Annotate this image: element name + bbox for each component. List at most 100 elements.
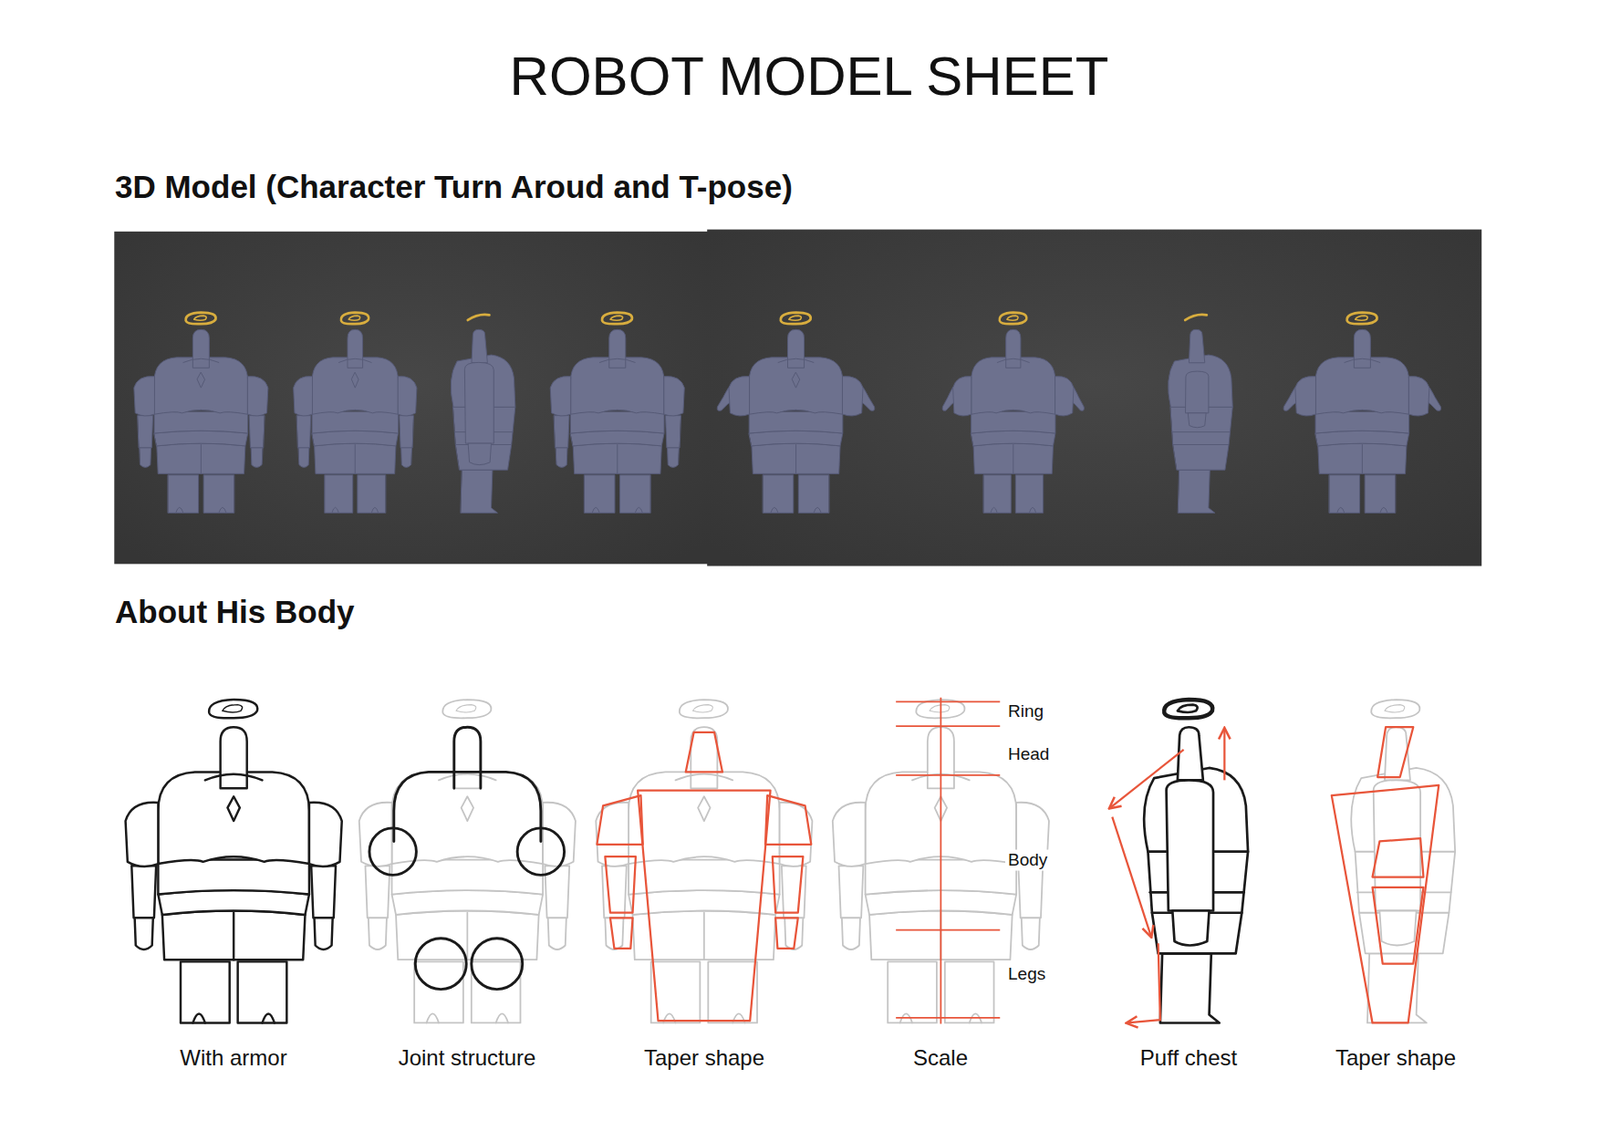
robot-figure xyxy=(716,312,875,514)
hips xyxy=(314,443,396,474)
foot-notch xyxy=(634,507,643,513)
hand xyxy=(468,443,492,466)
leg xyxy=(414,961,464,1023)
shoulder-pad xyxy=(248,376,269,417)
hand xyxy=(841,917,861,950)
abdomen xyxy=(157,860,310,895)
halo-ring xyxy=(999,312,1028,325)
hip-line xyxy=(703,913,706,960)
leg xyxy=(180,961,230,1023)
chest-emblem xyxy=(697,796,710,821)
head xyxy=(788,329,805,368)
scale-axis xyxy=(939,697,942,1025)
leg xyxy=(357,475,386,514)
shoulder-pad xyxy=(397,376,416,417)
belt xyxy=(570,430,665,447)
chest-emblem xyxy=(227,796,239,821)
robot-figure xyxy=(1283,312,1442,514)
hip-line xyxy=(354,445,356,475)
leg xyxy=(887,961,937,1023)
arm xyxy=(311,865,336,918)
shoulder-pad xyxy=(664,376,685,417)
hips xyxy=(162,910,306,960)
belt-line xyxy=(1172,431,1231,433)
joint-circle xyxy=(369,828,416,875)
halo-ring xyxy=(467,314,490,321)
foot-notch xyxy=(1337,507,1345,513)
shoulder-pad xyxy=(125,802,159,867)
hand xyxy=(1021,917,1040,950)
foot-notch xyxy=(371,507,379,513)
halo-ring xyxy=(602,312,633,325)
hip-line xyxy=(466,913,468,960)
arm xyxy=(464,362,494,444)
foot-notch xyxy=(990,507,998,513)
halo-ring xyxy=(186,312,217,325)
head xyxy=(690,727,717,789)
arm xyxy=(249,415,265,448)
foot-notch xyxy=(770,507,779,513)
head xyxy=(609,329,626,368)
collar xyxy=(1344,358,1381,363)
hip-line xyxy=(795,445,797,475)
hip-line xyxy=(200,445,202,475)
hip-line xyxy=(1012,445,1014,475)
arm xyxy=(1373,779,1421,911)
collar xyxy=(675,774,734,781)
sheet-title: ROBOT MODEL SHEET xyxy=(509,46,1110,107)
foot-notch xyxy=(176,507,184,513)
hand xyxy=(1379,910,1416,946)
halo-inner xyxy=(610,315,623,321)
head xyxy=(1188,329,1205,363)
hand xyxy=(250,447,262,468)
shoulder-pad xyxy=(542,802,576,867)
render-panel xyxy=(114,231,708,565)
abdomen xyxy=(570,411,665,434)
robot-figure xyxy=(1110,699,1248,1023)
taper-forearm xyxy=(772,856,804,913)
leg xyxy=(762,475,793,514)
robot-figure xyxy=(359,699,576,1023)
arm xyxy=(1185,371,1209,414)
robot-figure xyxy=(450,314,516,513)
hips xyxy=(572,443,662,474)
abdomen xyxy=(154,411,249,434)
halo-inner xyxy=(929,705,950,713)
flow-arrow xyxy=(1127,943,1161,1023)
chest-emblem xyxy=(197,372,205,388)
hand xyxy=(298,447,309,468)
foot-notch xyxy=(1028,507,1036,513)
hip-line xyxy=(616,445,618,475)
section-heading: 3D Model (Character Turn Aroud and T-pos… xyxy=(114,169,793,206)
hand xyxy=(555,447,567,468)
foot-notch xyxy=(813,507,821,513)
arm xyxy=(1018,865,1043,918)
foot-notch xyxy=(261,1013,274,1023)
leg xyxy=(620,475,651,514)
hips xyxy=(1173,445,1229,471)
halo-inner xyxy=(1177,705,1198,713)
head xyxy=(1006,329,1021,368)
robot-figure xyxy=(942,312,1084,514)
belt xyxy=(392,890,544,915)
hand xyxy=(135,917,154,950)
foot-notch xyxy=(332,507,340,513)
shoulder-pad xyxy=(728,376,749,417)
halo-inner xyxy=(1007,315,1019,321)
hand xyxy=(314,917,333,950)
figure-caption: Taper shape xyxy=(644,1046,765,1071)
hips xyxy=(156,443,246,474)
leg xyxy=(1364,475,1395,514)
shoulder-pad xyxy=(842,376,863,417)
hand xyxy=(368,917,387,950)
hand xyxy=(1188,413,1206,428)
arm xyxy=(839,865,864,918)
halo-inner xyxy=(693,705,714,713)
halo-ring xyxy=(1163,699,1213,718)
taper-head xyxy=(1377,727,1413,778)
shoulder-pad xyxy=(1055,376,1074,417)
halo-ring xyxy=(679,699,728,718)
collar xyxy=(338,358,372,363)
belt xyxy=(154,430,249,447)
chest-emblem xyxy=(461,796,474,821)
